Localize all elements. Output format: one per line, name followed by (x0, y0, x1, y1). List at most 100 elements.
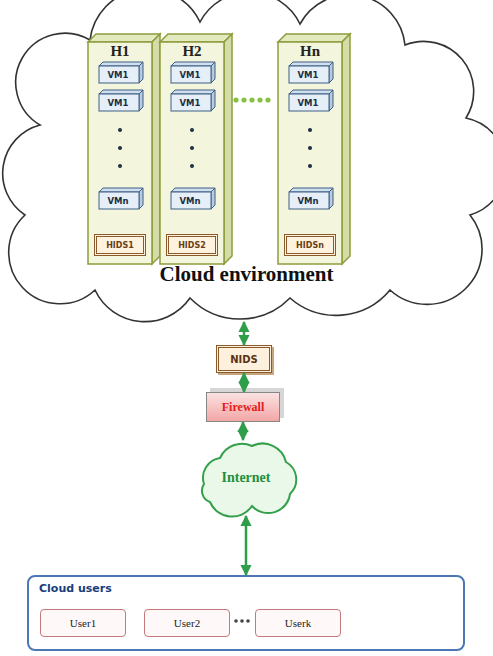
user-box: User1 (40, 609, 126, 637)
vm-side (139, 62, 143, 83)
hids-label: HIDS2 (178, 241, 206, 250)
internet-cloud-shape (202, 444, 296, 517)
virtual-machine: VM1 (99, 66, 139, 83)
vm-top (99, 62, 143, 66)
host-ellipsis-dot (233, 97, 238, 102)
user-box: Userk (255, 609, 341, 637)
vm-top (289, 188, 333, 192)
vm-label: VMn (297, 196, 318, 206)
vm-label: VM1 (298, 98, 319, 108)
bidirectional-arrow (242, 422, 245, 440)
vm-front (171, 94, 211, 111)
vm-top (171, 188, 215, 192)
vm-top (289, 62, 333, 66)
vm-ellipsis-dot (118, 146, 122, 150)
virtual-machine: VMn (99, 192, 139, 209)
user-ellipsis-dot (246, 619, 250, 623)
host-top (160, 34, 232, 42)
vm-side (329, 188, 333, 209)
user-label: User1 (70, 617, 96, 629)
vm-side (329, 62, 333, 83)
vm-side (139, 188, 143, 209)
vm-label: VM1 (298, 70, 319, 80)
vm-label: VM1 (108, 98, 129, 108)
user-label: User2 (174, 617, 200, 629)
host-top (88, 34, 160, 42)
virtual-machine: VM1 (171, 66, 211, 83)
host-front (88, 42, 152, 264)
virtual-machine: VM1 (171, 94, 211, 111)
host-front (278, 42, 342, 264)
vm-top (171, 62, 215, 66)
user-box: User2 (144, 609, 230, 637)
vm-label: VM1 (180, 98, 201, 108)
vm-ellipsis-dot (190, 128, 194, 132)
host-front (160, 42, 224, 264)
virtual-machine: VM1 (99, 94, 139, 111)
firewall-box: Firewall (206, 392, 280, 422)
vm-ellipsis-dot (118, 128, 122, 132)
vm-top (289, 90, 333, 94)
vm-ellipsis-dot (190, 164, 194, 168)
vm-front (171, 66, 211, 83)
vm-ellipsis-dot (308, 164, 312, 168)
virtual-machine: VMn (289, 192, 329, 209)
internet-label: Internet (222, 470, 271, 486)
vm-top (99, 188, 143, 192)
vm-label: VMn (107, 196, 128, 206)
host-server: HnVM1VM1VMnHIDSn (278, 42, 342, 264)
vm-front (289, 192, 329, 209)
vm-side (211, 90, 215, 111)
hids-box: HIDS1 (94, 234, 146, 256)
virtual-machine: VMn (171, 192, 211, 209)
host-side (152, 34, 160, 264)
hids-label: HIDSn (296, 241, 324, 250)
vm-side (329, 90, 333, 111)
host-side (224, 34, 232, 264)
virtual-machine: VM1 (289, 66, 329, 83)
user-ellipsis-dot (240, 619, 244, 623)
vm-side (139, 90, 143, 111)
virtual-machine: VM1 (289, 94, 329, 111)
user-label: Userk (285, 617, 311, 629)
cloud-environment: Cloud environmentH1VM1VM1VMnHIDS1H2VM1VM… (0, 0, 493, 322)
nids-label: NIDS (230, 354, 258, 365)
host-ellipsis-dot (249, 97, 254, 102)
firewall-label: Firewall (222, 400, 264, 415)
host-ellipsis-dot (257, 97, 262, 102)
host-label: H1 (88, 42, 152, 60)
cloud-users-group: Cloud usersUser1 User2 Userk (27, 575, 465, 651)
host-server: H2VM1VM1VMnHIDS2 (160, 42, 224, 264)
vm-side (211, 188, 215, 209)
vm-front (171, 192, 211, 209)
user-ellipsis-dot (234, 619, 238, 623)
vm-label: VMn (179, 196, 200, 206)
vm-top (99, 90, 143, 94)
host-label: H2 (160, 42, 224, 60)
hids-box: HIDSn (284, 234, 336, 256)
vm-label: VM1 (108, 70, 129, 80)
internet-cloud: Internet (190, 440, 302, 516)
vm-ellipsis-dot (118, 164, 122, 168)
host-top (278, 34, 350, 42)
vm-front (289, 66, 329, 83)
vm-ellipsis-dot (308, 128, 312, 132)
vm-front (99, 192, 139, 209)
host-label: Hn (278, 42, 342, 60)
cloud-label: Cloud environment (0, 262, 493, 287)
host-side (342, 34, 350, 264)
vm-front (99, 94, 139, 111)
bidirectional-arrow (243, 373, 246, 392)
hids-label: HIDS1 (106, 241, 134, 250)
bidirectional-arrow (245, 516, 248, 575)
vm-front (289, 94, 329, 111)
nids-box: NIDS (216, 345, 272, 373)
vm-ellipsis-dot (190, 146, 194, 150)
group-label: Cloud users (29, 577, 463, 595)
hids-box: HIDS2 (166, 234, 218, 256)
vm-top (171, 90, 215, 94)
host-ellipsis-dot (265, 97, 270, 102)
vm-side (211, 62, 215, 83)
host-ellipsis-dot (241, 97, 246, 102)
